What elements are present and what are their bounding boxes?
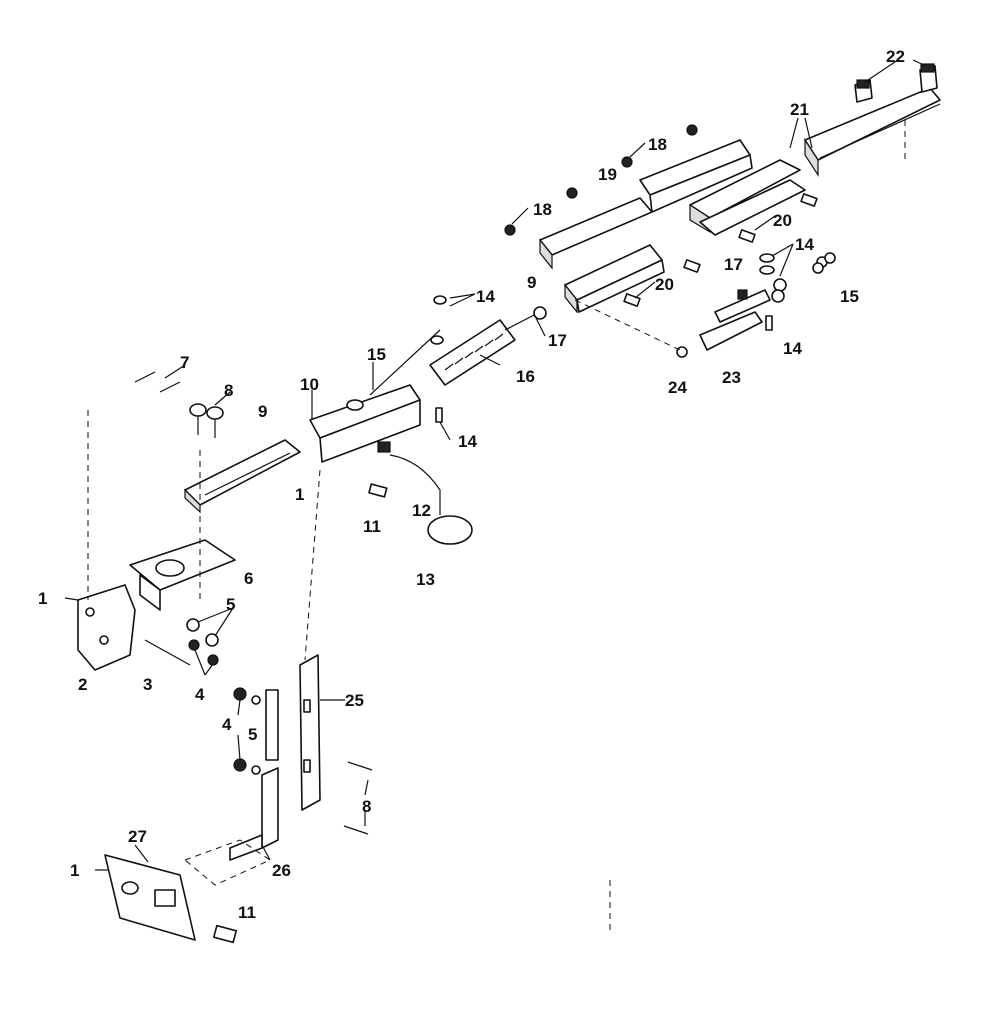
callout-1c: 1 <box>70 861 79 880</box>
callout-14d: 14 <box>458 432 477 451</box>
part-11-pins <box>212 483 388 944</box>
part-23-bracket <box>699 289 771 351</box>
part-21-angle-brackets <box>689 159 806 236</box>
part-8-7-bolts <box>134 371 224 438</box>
callout-20b: 20 <box>655 275 674 294</box>
part-9-upper-channel <box>564 244 665 314</box>
callout-8b: 8 <box>362 797 371 816</box>
assembly-dash-lines <box>87 120 906 930</box>
callout-4a: 4 <box>195 685 205 704</box>
callout-18a: 18 <box>648 135 667 154</box>
part-25-strap <box>265 654 321 811</box>
part-16-spring-assembly <box>369 295 547 423</box>
callout-22: 22 <box>886 47 905 66</box>
parts-14-15-17-hardware-right <box>737 252 836 331</box>
callout-11a: 11 <box>363 517 381 536</box>
callout-21: 21 <box>790 100 809 119</box>
part-24-washer <box>676 346 688 358</box>
part-20-bolts <box>623 193 818 307</box>
callout-11b: 11 <box>238 903 256 922</box>
part-27-plate <box>104 854 196 941</box>
part-12-13-release-handle <box>389 454 473 545</box>
callout-14a: 14 <box>795 235 814 254</box>
callout-9b: 9 <box>258 402 267 421</box>
callout-14b: 14 <box>476 287 495 306</box>
callout-9a: 9 <box>527 273 536 292</box>
callout-13: 13 <box>416 570 435 589</box>
callout-17a: 17 <box>724 255 743 274</box>
callout-24: 24 <box>668 378 687 397</box>
callout-10: 10 <box>300 375 319 394</box>
callout-5b: 5 <box>248 725 257 744</box>
part-22-rail <box>804 63 941 178</box>
callout-labels: 22 21 18 19 18 20 14 17 15 9 20 14 17 14… <box>38 47 905 922</box>
callout-20a: 20 <box>773 211 792 230</box>
callout-1b: 1 <box>38 589 47 608</box>
callout-18b: 18 <box>533 200 552 219</box>
callout-15b: 15 <box>367 345 386 364</box>
callout-25: 25 <box>345 691 364 710</box>
callout-leaders <box>64 59 927 871</box>
part-19-channel <box>539 139 753 270</box>
callout-7: 7 <box>180 353 189 372</box>
part-9-lower-rail <box>184 439 301 514</box>
callout-27: 27 <box>128 827 147 846</box>
callout-3: 3 <box>143 675 152 694</box>
callout-23: 23 <box>722 368 741 387</box>
callout-6: 6 <box>244 569 253 588</box>
part-26-bracket <box>184 767 279 886</box>
callout-19: 19 <box>598 165 617 184</box>
part-10-trolley <box>309 384 421 463</box>
callout-12: 12 <box>412 501 431 520</box>
part-6-2-bracket-assembly <box>77 539 236 671</box>
callout-4b: 4 <box>222 715 232 734</box>
callout-16: 16 <box>516 367 535 386</box>
callout-8a: 8 <box>224 381 233 400</box>
callout-15a: 15 <box>840 287 859 306</box>
callout-14c: 14 <box>783 339 802 358</box>
callout-2: 2 <box>78 675 87 694</box>
callout-5a: 5 <box>226 595 235 614</box>
callout-26: 26 <box>272 861 291 880</box>
callout-1a: 1 <box>295 485 304 504</box>
callout-17b: 17 <box>548 331 567 350</box>
part-18-nuts <box>504 124 698 236</box>
